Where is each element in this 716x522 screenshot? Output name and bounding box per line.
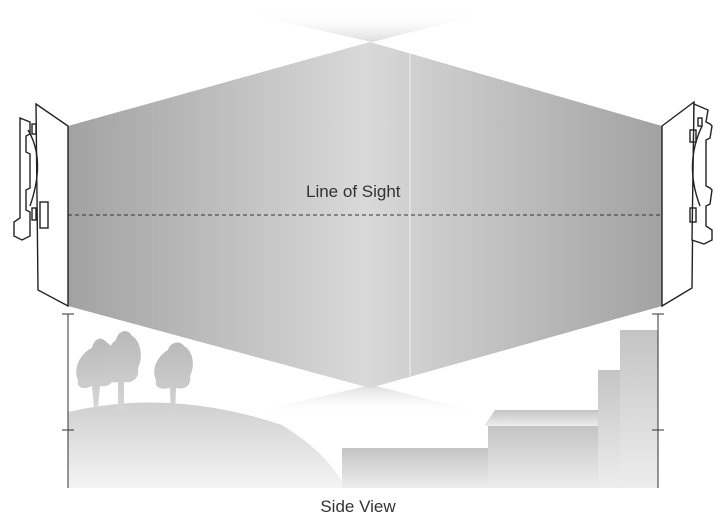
left-device-icon xyxy=(14,104,68,306)
line-of-sight-label: Line of Sight xyxy=(306,182,401,202)
view-label: Side View xyxy=(0,497,716,517)
hill xyxy=(68,403,345,488)
right-device-icon xyxy=(662,102,712,306)
